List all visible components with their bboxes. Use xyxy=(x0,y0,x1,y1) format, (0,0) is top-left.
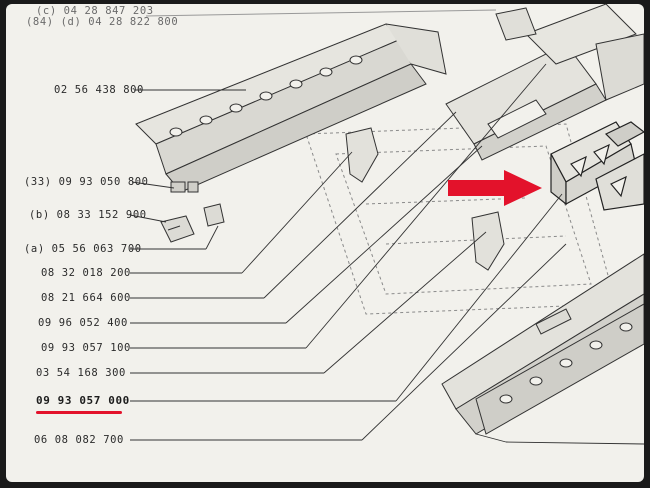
part-label: (33) 09 93 050 800 xyxy=(24,176,149,188)
part-label: 02 56 438 800 xyxy=(54,84,144,96)
part-label: (a) 05 56 063 700 xyxy=(24,243,142,255)
top-label-c: (c) 04 28 847 203 xyxy=(36,5,154,17)
part-label: 09 93 057 100 xyxy=(41,342,131,354)
arrow-right-icon xyxy=(448,170,542,206)
small-brackets xyxy=(160,203,225,243)
highlight-underline xyxy=(36,411,122,414)
upper-rail xyxy=(135,23,447,193)
part-label: 03 54 168 300 xyxy=(36,367,126,379)
part-label: (b) 08 33 152 900 xyxy=(29,209,147,221)
part-label: 08 32 018 200 xyxy=(41,267,131,279)
part-label: 08 21 664 600 xyxy=(41,292,131,304)
exploded-chassis-illustration xyxy=(129,4,644,445)
highlighted-part-label: 09 93 057 000 xyxy=(36,394,130,407)
mid-brackets xyxy=(345,127,505,271)
top-label-d: (84) (d) 04 28 822 800 xyxy=(26,16,179,28)
part-label: 09 96 052 400 xyxy=(38,317,128,329)
highlighted-bracket xyxy=(550,121,644,211)
part-label: 06 08 082 700 xyxy=(34,434,124,446)
parts-diagram-page: (c) 04 28 847 203 (84) (d) 04 28 822 800… xyxy=(6,4,644,482)
lower-rail xyxy=(441,253,644,435)
